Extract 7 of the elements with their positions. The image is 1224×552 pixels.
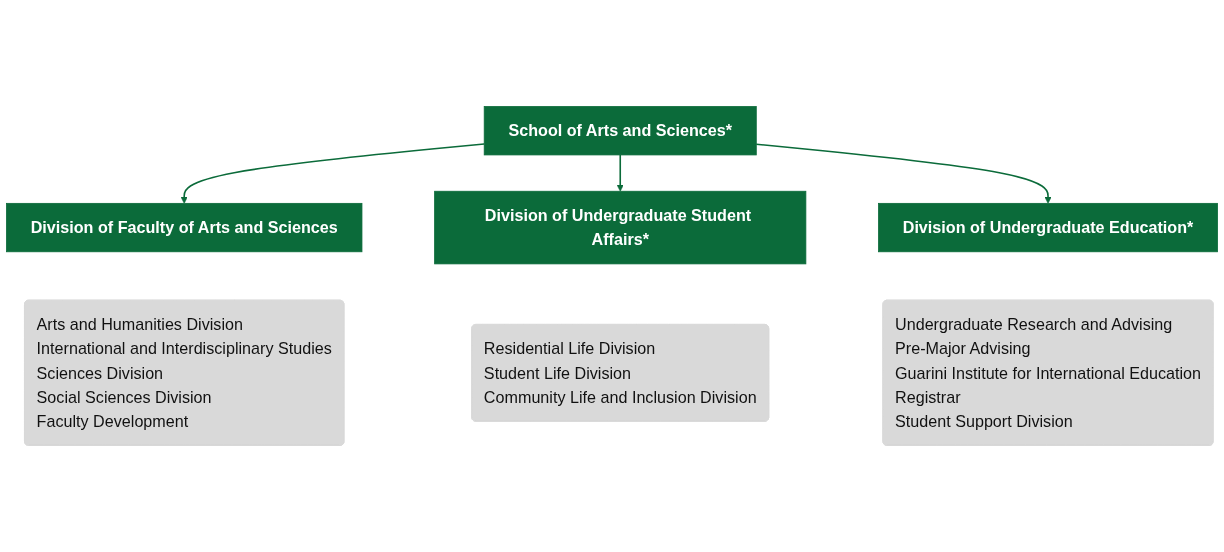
arrow: [180, 143, 485, 204]
arrow: [755, 143, 1052, 204]
node-box: Division of Faculty of Arts and Sciences: [6, 202, 363, 253]
node-box: School of Arts and Sciences*: [483, 106, 757, 156]
arrow: [616, 154, 624, 192]
node-box: Division of Undergraduate Student Affairs*: [434, 190, 807, 265]
node-box: Division of Undergraduate Education*: [878, 202, 1218, 253]
